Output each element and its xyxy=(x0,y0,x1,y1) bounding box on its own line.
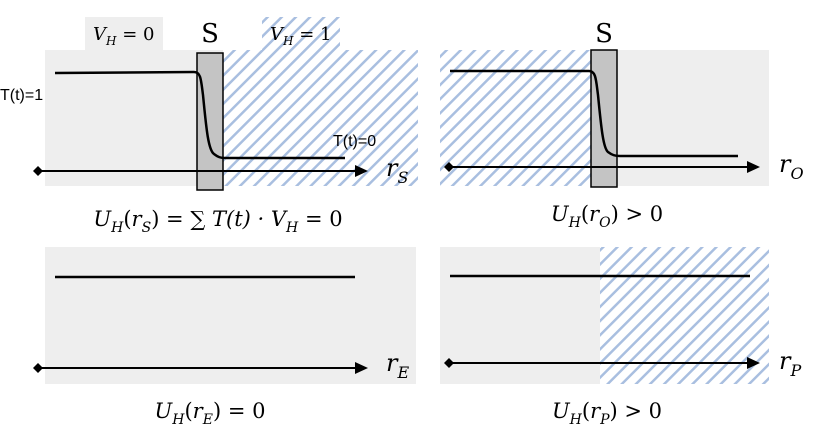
panel-a-axis-origin xyxy=(33,166,43,176)
panel-b-vh0-region xyxy=(593,50,769,186)
panel-d-vh0-region xyxy=(440,247,600,384)
panel-b-formula: UH(rO) > 0 xyxy=(551,202,663,231)
panel-a-formula: UH(rS) = ∑ T(t) · VH = 0 xyxy=(93,207,342,236)
panel-d-vh1-region xyxy=(600,247,769,384)
panel-c-formula: UH(rE) = 0 xyxy=(155,399,266,428)
panel-b-separator-label: S xyxy=(595,19,613,49)
legend: VH = 0 VH = 1 xyxy=(85,17,340,50)
panel-c-axis-label: rE xyxy=(386,349,409,382)
panel-a: S T(t)=1 T(t)=0 rS UH(rS) = ∑ T(t) · VH … xyxy=(0,19,418,236)
panel-a-vh1-region xyxy=(223,50,418,186)
panel-b-vh1-region xyxy=(440,50,593,186)
panel-d-axis-arrowhead xyxy=(747,357,760,369)
panel-c: rE UH(rE) = 0 xyxy=(33,247,416,428)
panel-d-axis-label: rP xyxy=(779,347,801,380)
panel-c-axis-arrowhead xyxy=(355,362,368,374)
panel-c-vh0-region xyxy=(45,247,416,384)
panel-a-axis-arrowhead xyxy=(355,165,368,177)
panel-b-axis-arrowhead xyxy=(747,161,760,173)
panel-a-separator-label: S xyxy=(201,19,219,49)
legend-vh0-label: VH = 0 xyxy=(93,24,154,48)
panel-d-axis-origin xyxy=(444,358,454,368)
panel-a-separator xyxy=(196,52,224,191)
panel-a-axis-label: rS xyxy=(386,154,408,187)
panel-d: rP UH(rP) > 0 xyxy=(440,247,801,428)
panel-b-axis-label: rO xyxy=(779,150,804,183)
panel-b-separator xyxy=(590,49,618,188)
panel-b-axis-origin xyxy=(444,162,454,172)
panel-c-axis-origin xyxy=(33,363,43,373)
legend-vh1-label: VH = 1 xyxy=(270,24,331,48)
panel-b-transition-curve xyxy=(450,69,738,158)
panel-a-label-t0: T(t)=0 xyxy=(333,133,376,150)
panel-b: S rO UH(rO) > 0 xyxy=(440,19,804,231)
legend-vh0-swatch xyxy=(85,17,163,50)
panel-a-label-t1: T(t)=1 xyxy=(0,87,43,104)
legend-vh1-swatch xyxy=(262,17,340,50)
panel-d-formula: UH(rP) > 0 xyxy=(552,399,662,428)
panel-a-transition-curve xyxy=(54,70,345,160)
